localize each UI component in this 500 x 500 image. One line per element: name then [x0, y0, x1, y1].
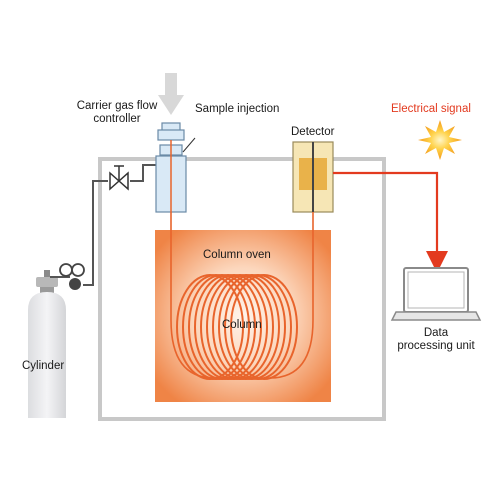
sample-injection-label: Sample injection: [195, 103, 280, 115]
column-label: Column: [222, 319, 262, 331]
cylinder-label: Cylinder: [22, 360, 65, 372]
detector: [292, 141, 334, 213]
injector: [155, 122, 187, 213]
detector-label: Detector: [291, 126, 335, 138]
data-processing-label-line2: processing unit: [397, 340, 475, 352]
carrier-gas-label: Carrier gas flow controller: [58, 100, 176, 126]
regulator-icon: [50, 263, 85, 290]
column-oven-label: Column oven: [203, 249, 271, 261]
electrical-signal-label: Electrical signal: [391, 103, 471, 115]
column-tubing: [170, 212, 314, 379]
cylinder-icon: [28, 270, 66, 418]
data-processing-label: Data processing unit: [384, 327, 488, 353]
carrier-gas-label-line1: Carrier gas flow: [76, 100, 158, 112]
data-processing-label-line1: Data: [423, 327, 449, 339]
laptop-icon: [390, 267, 482, 321]
carrier-gas-label-line2: controller: [93, 113, 141, 125]
injection-arrow-icon: [158, 73, 184, 115]
column-coil: [176, 274, 298, 380]
injection-pointer: [182, 137, 196, 153]
gas-line: [83, 164, 158, 286]
signal-line: [333, 171, 448, 273]
signal-burst-icon: [418, 120, 462, 160]
flow-valve-icon: [109, 165, 129, 191]
